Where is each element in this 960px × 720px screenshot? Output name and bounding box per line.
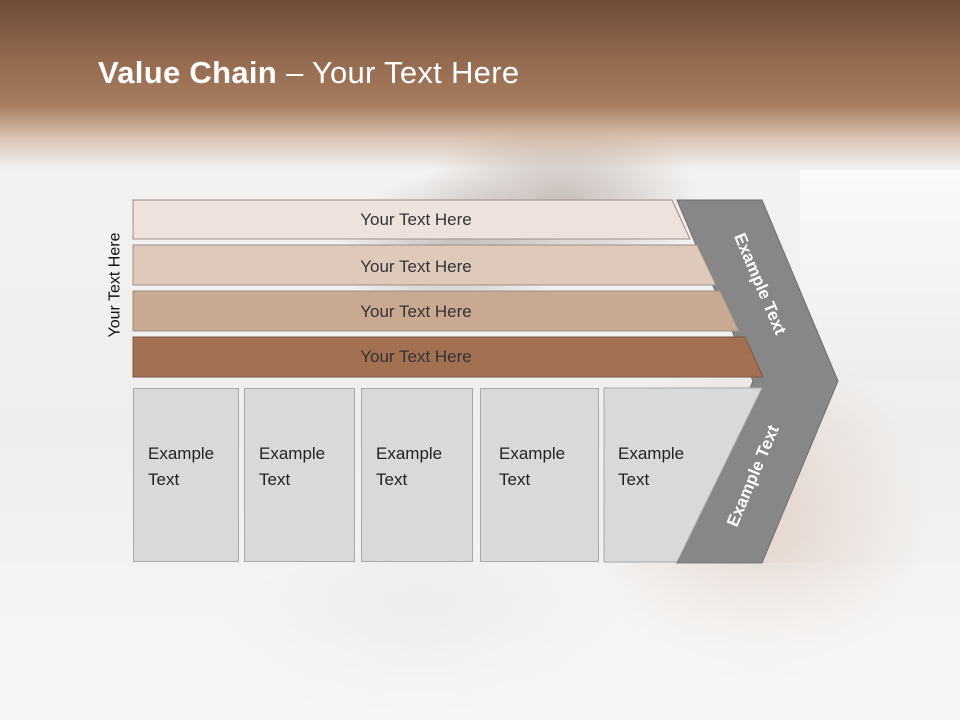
slide-title[interactable]: Value Chain – Your Text Here: [98, 55, 519, 91]
box-3-line1: Example: [376, 444, 443, 463]
box-4-line1: Example: [499, 444, 566, 463]
bar-4[interactable]: [132, 336, 764, 378]
title-band: [0, 0, 960, 170]
title-rest: – Your Text Here: [277, 55, 520, 90]
bar-2[interactable]: [132, 244, 717, 286]
box-1-line1: Example: [148, 444, 215, 463]
title-bold: Value Chain: [98, 55, 278, 90]
box-5-shape[interactable]: [603, 387, 763, 563]
reflection-fade: [0, 563, 960, 720]
box-5-line1: Example: [618, 444, 684, 463]
bar-2-label: Your Text Here: [360, 257, 472, 276]
bar-1[interactable]: [132, 199, 691, 240]
bar-3-label: Your Text Here: [360, 302, 472, 321]
box-3-line2: Text: [376, 470, 408, 489]
bar-4-label: Your Text Here: [360, 347, 472, 366]
bar-1-label: Your Text Here: [360, 210, 472, 229]
background-wall: [800, 170, 960, 380]
box-1-line2: Text: [148, 470, 180, 489]
bar-3[interactable]: [132, 290, 740, 332]
box-5-line2: Text: [618, 470, 649, 489]
box-2-line2: Text: [259, 470, 291, 489]
box-4-line2: Text: [499, 470, 531, 489]
box-2-line1: Example: [259, 444, 326, 463]
